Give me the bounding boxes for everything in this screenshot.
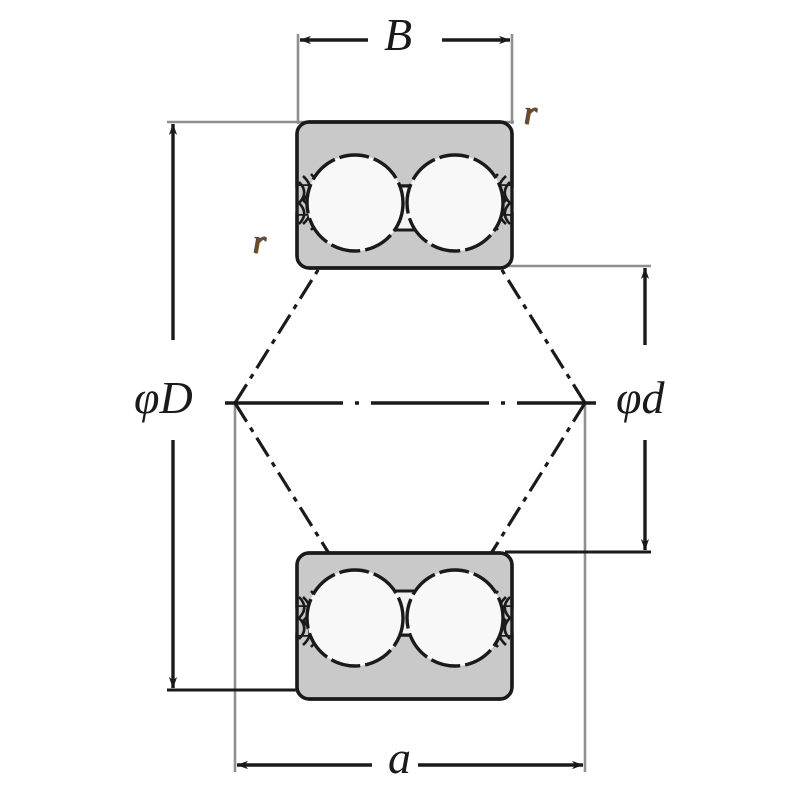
- label-width-B: B: [384, 9, 413, 60]
- ball-top-left: [305, 153, 405, 253]
- ball-bottom-left: [305, 568, 405, 668]
- bearing-bottom-assembly: [295, 551, 514, 701]
- outer-race-bottom-outline: [295, 551, 514, 701]
- outer-race-top-outline: [295, 120, 514, 270]
- ball-top-right: [405, 153, 505, 253]
- label-outer-diameter: φD: [134, 372, 193, 423]
- label-contact-span-a: a: [388, 732, 411, 783]
- bearing-top-assembly: [295, 120, 514, 270]
- ball-bottom-right: [405, 568, 505, 668]
- label-fillet-mid-left: r: [253, 224, 267, 261]
- label-bore-diameter: φd: [616, 372, 665, 423]
- label-fillet-top-right: r: [524, 95, 538, 132]
